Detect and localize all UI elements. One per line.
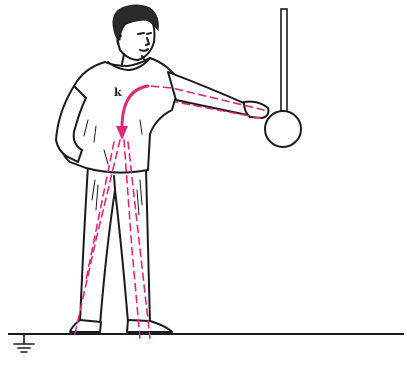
metal-sphere: [265, 111, 301, 147]
right-arm: [168, 72, 252, 116]
insulating-rod: [281, 9, 287, 113]
charged-sphere: [265, 9, 301, 147]
figure-label: k: [114, 86, 122, 99]
person-figure: [56, 5, 268, 332]
right-shoe: [127, 320, 172, 332]
left-shoe: [70, 320, 101, 332]
ground-symbol-icon: [14, 334, 34, 352]
